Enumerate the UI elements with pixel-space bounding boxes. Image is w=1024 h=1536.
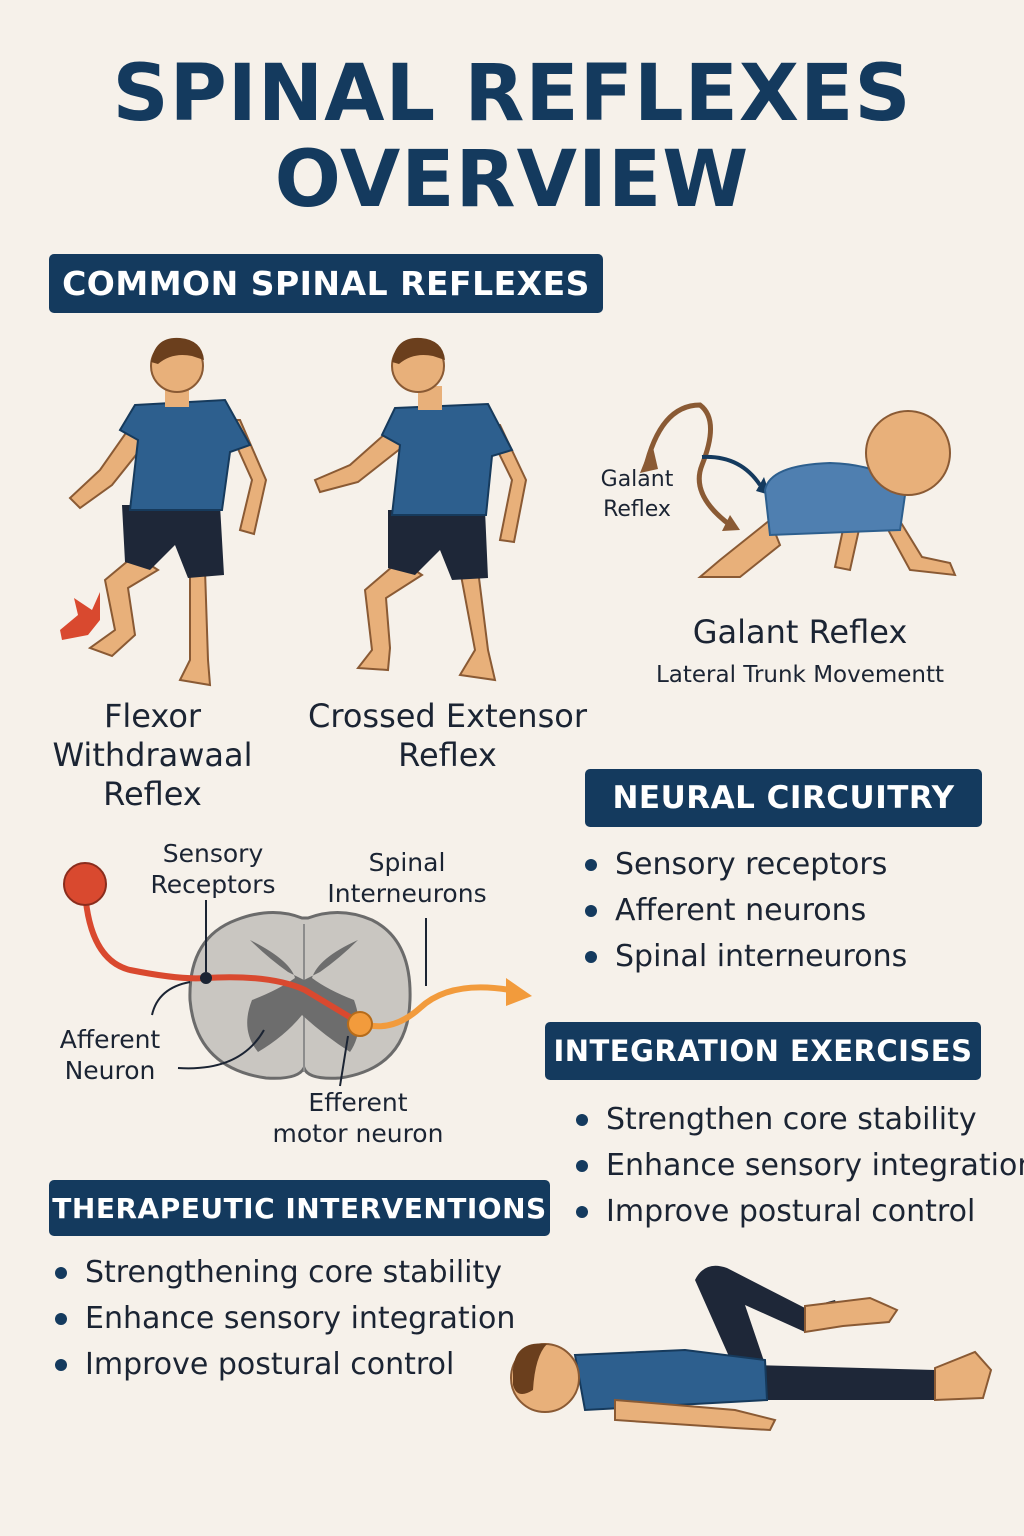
therapeutic-interventions-list: Strengthening core stability Enhance sen…	[53, 1250, 523, 1388]
list-item: Afferent neurons	[583, 888, 1003, 934]
list-item: Enhance sensory integration	[53, 1296, 523, 1342]
galant-arrow-icon	[640, 402, 740, 531]
section-heading-integration-exercises: INTEGRATION EXERCISES	[545, 1022, 981, 1080]
crossed-extensor-caption: Crossed Extensor Reflex	[295, 697, 600, 775]
flexor-caption-line-1: Flexor	[103, 697, 202, 735]
galant-arrow-label-1: Galant	[600, 467, 674, 492]
flexor-caption-line-3: Reflex	[103, 775, 202, 813]
list-item: Improve postural control	[574, 1189, 1019, 1235]
spinal-cord-cross-section	[188, 910, 412, 1080]
page-title-line-1: SPINAL REFLEXES	[112, 49, 912, 139]
list-item: Sensory receptors	[583, 842, 1003, 888]
galant-reflex-figure	[640, 402, 957, 578]
list-item: Enhance sensory integration	[574, 1143, 1024, 1189]
efferent-neuron-path	[347, 978, 532, 1037]
list-item: Improve postural control	[53, 1342, 523, 1388]
pain-burst-icon	[60, 592, 100, 640]
section-heading-common-reflexes: COMMON SPINAL REFLEXES	[49, 254, 603, 313]
galant-reflex-caption: Galant Reflex	[692, 613, 908, 651]
lateral-arrow-icon	[701, 454, 770, 495]
section-heading-neural-circuitry: NEURAL CIRCUITRY	[585, 769, 982, 827]
crossed-extensor-figure	[313, 337, 528, 682]
afferent-neuron-path	[63, 862, 360, 1025]
galant-reflex-subtitle: Lateral Trunk Movementt	[655, 662, 945, 688]
list-item: Strengthen core stability	[574, 1097, 1019, 1143]
list-item: Spinal interneurons	[583, 934, 1003, 980]
flexor-withdrawal-figure	[60, 337, 268, 687]
list-item: Strengthening core stability	[53, 1250, 523, 1296]
crossed-caption-line-1: Crossed Extensor	[308, 697, 587, 735]
integration-exercises-list: Strengthen core stability Enhance sensor…	[574, 1097, 1024, 1235]
lying-exercise-figure	[510, 1265, 993, 1432]
flexor-caption-line-2: Withdrawaal	[52, 736, 253, 774]
flexor-withdrawal-caption: Flexor Withdrawaal Reflex	[30, 697, 275, 814]
neural-circuitry-list: Sensory receptors Afferent neurons Spina…	[583, 842, 1003, 980]
section-heading-therapeutic-interventions: THERAPEUTIC INTERVENTIONS	[49, 1180, 550, 1236]
galant-arrow-label-2: Reflex	[603, 497, 671, 522]
crossed-caption-line-2: Reflex	[398, 736, 497, 774]
page-title-line-2: OVERVIEW	[274, 135, 750, 225]
reflex-arc-diagram	[63, 862, 532, 1087]
